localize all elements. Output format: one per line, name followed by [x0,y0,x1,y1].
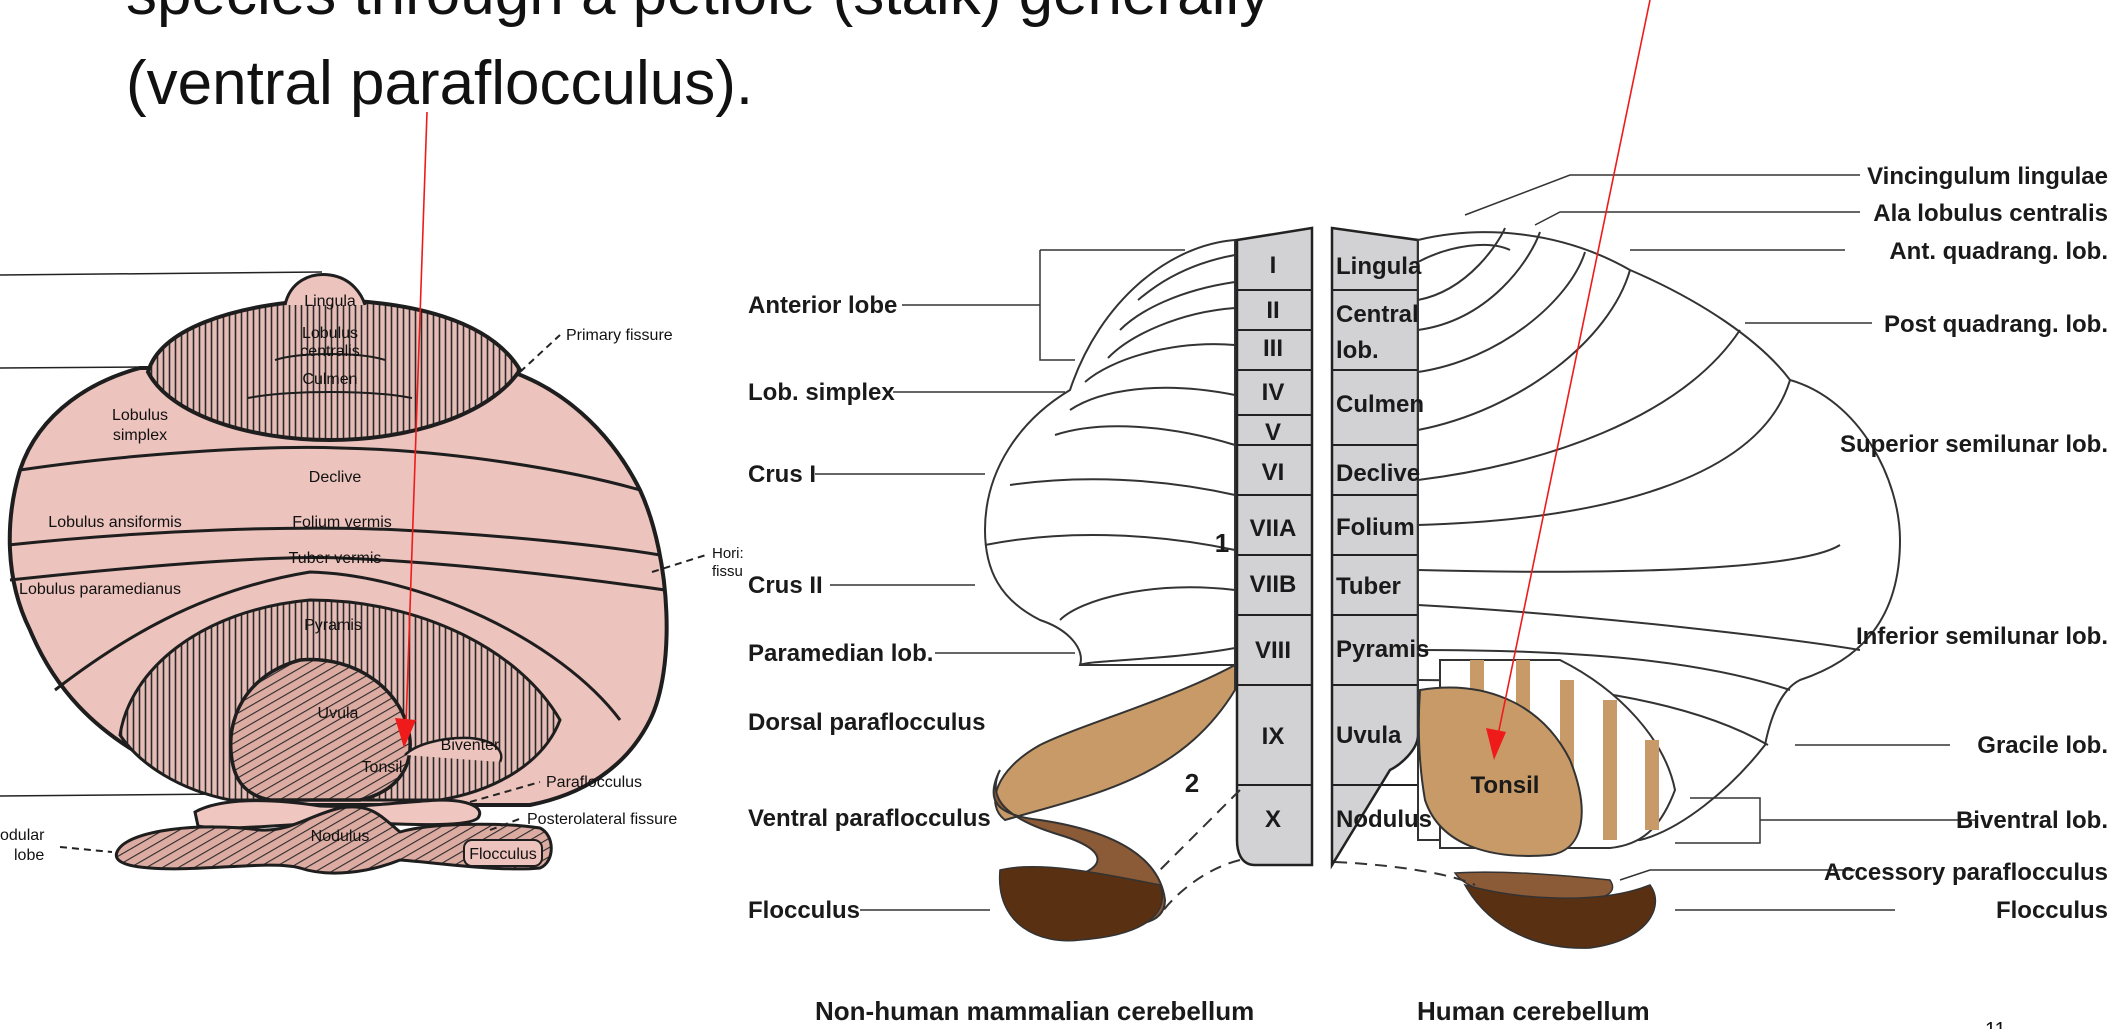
left-cerebellum-diagram: Lingula Lobulus centralis Culmen Lobulus… [0,272,744,873]
label-tuber-vermis: Tuber vermis [289,550,382,567]
label-flocculus-right: Flocculus [1996,897,2108,924]
label-posterolateral-fissure: Posterolateral fissure [527,811,677,828]
label-vincingulum-lingulae: Vincingulum lingulae [1867,163,2108,190]
label-anterior-lobe: Anterior lobe [748,292,897,319]
vermis-nodulus: Nodulus [1336,806,1432,833]
vermis-tuber: Tuber [1336,573,1401,600]
lobule-v: V [1265,419,1281,446]
lobule-i: I [1270,252,1277,279]
right-cerebellum-diagram: Anterior lobe Lob. simplex Crus I Crus I… [748,163,2108,1029]
label-lobulus-centralis-1: Lobulus [302,325,358,342]
vermis-pyramis: Pyramis [1336,636,1429,663]
label-nodulus: Nodulus [311,828,370,845]
connector-x-right [1335,862,1475,885]
label-lob-simplex: Lob. simplex [748,379,895,406]
lobule-viia: VIIA [1250,515,1297,542]
label-declive: Declive [309,469,362,486]
connector-x-left-2 [1160,860,1240,915]
label-flocculonodular-2: lobe [14,847,44,864]
caption-human: Human cerebellum [1417,996,1650,1027]
lobule-ix: IX [1262,723,1285,750]
label-flocculus-left: Flocculus [748,897,860,924]
label-lingula: Lingula [304,293,356,310]
label-folium-vermis: Folium vermis [292,514,392,531]
label-pyramis: Pyramis [304,617,362,634]
primary-fissure-line [520,335,560,372]
lobule-iv: IV [1262,379,1285,406]
lobule-iii: III [1263,335,1283,362]
label-culmen: Culmen [302,371,357,388]
label-paraflocculus: Paraflocculus [546,774,642,791]
label-paramedian-lob: Paramedian lob. [748,640,933,667]
marker-two: 2 [1185,768,1199,798]
label-inferior-semilunar: Inferior semilunar lob. [1856,623,2108,650]
label-tonsil-right: Tonsil [1471,772,1540,799]
vermis-culmen: Culmen [1336,391,1424,418]
label-flocculonodular-1: odular [0,827,45,844]
vermis-lob: lob. [1336,337,1379,364]
label-gracile: Gracile lob. [1977,732,2108,759]
connector-x-left [1160,790,1240,870]
vermis-lingula: Lingula [1336,253,1422,280]
label-ventral-paraflocculus: Ventral paraflocculus [748,805,991,832]
lobule-viii: VIII [1255,637,1291,664]
label-uvula: Uvula [318,705,359,722]
lobule-x: X [1265,806,1281,833]
right-left-half [985,240,1235,665]
label-post-quadrang: Post quadrang. lob. [1884,311,2108,338]
caption-non-human: Non-human mammalian cerebellum [815,996,1254,1027]
label-horizontal-fissure-1: Hori: [712,545,744,562]
vermis-central: Central [1336,301,1419,328]
label-crus-i: Crus I [748,461,816,488]
label-crus-ii: Crus II [748,572,823,599]
label-flocculus: Flocculus [469,846,537,863]
lobule-ii: II [1266,297,1279,324]
corner-page-number: 11 [1985,1019,2006,1029]
marker-one: 1 [1215,528,1229,558]
lobule-vi: VI [1262,459,1285,486]
label-accessory-paraflocculus: Accessory paraflocculus [1824,859,2108,886]
label-biventral: Biventral lob. [1956,807,2108,834]
label-lobulus-simplex-1: Lobulus [112,407,168,424]
left-leader-second [0,367,140,368]
label-lobulus-paramedianus: Lobulus paramedianus [19,581,181,598]
label-superior-semilunar: Superior semilunar lob. [1840,431,2108,458]
label-tonsil: Tonsil [362,759,403,776]
label-dorsal-paraflocculus: Dorsal paraflocculus [748,709,985,736]
label-lobulus-simplex-2: simplex [113,427,167,444]
label-lobulus-centralis-2: centralis [300,343,360,360]
left-leader-third [0,794,228,796]
left-leader-top [0,272,322,275]
vermis-folium: Folium [1336,514,1415,541]
flocculonodular-line [60,847,112,852]
lobule-viib: VIIB [1250,571,1297,598]
vermis-uvula: Uvula [1336,722,1402,749]
label-ala-lobulus-centralis: Ala lobulus centralis [1873,200,2108,227]
label-primary-fissure: Primary fissure [566,327,673,344]
label-lobulus-ansiformis: Lobulus ansiformis [48,514,181,531]
label-ant-quadrang: Ant. quadrang. lob. [1889,238,2108,265]
vermis-declive: Declive [1336,460,1420,487]
label-horizontal-fissure-2: fissu [712,563,743,580]
label-biventer: Biventer [441,737,500,754]
